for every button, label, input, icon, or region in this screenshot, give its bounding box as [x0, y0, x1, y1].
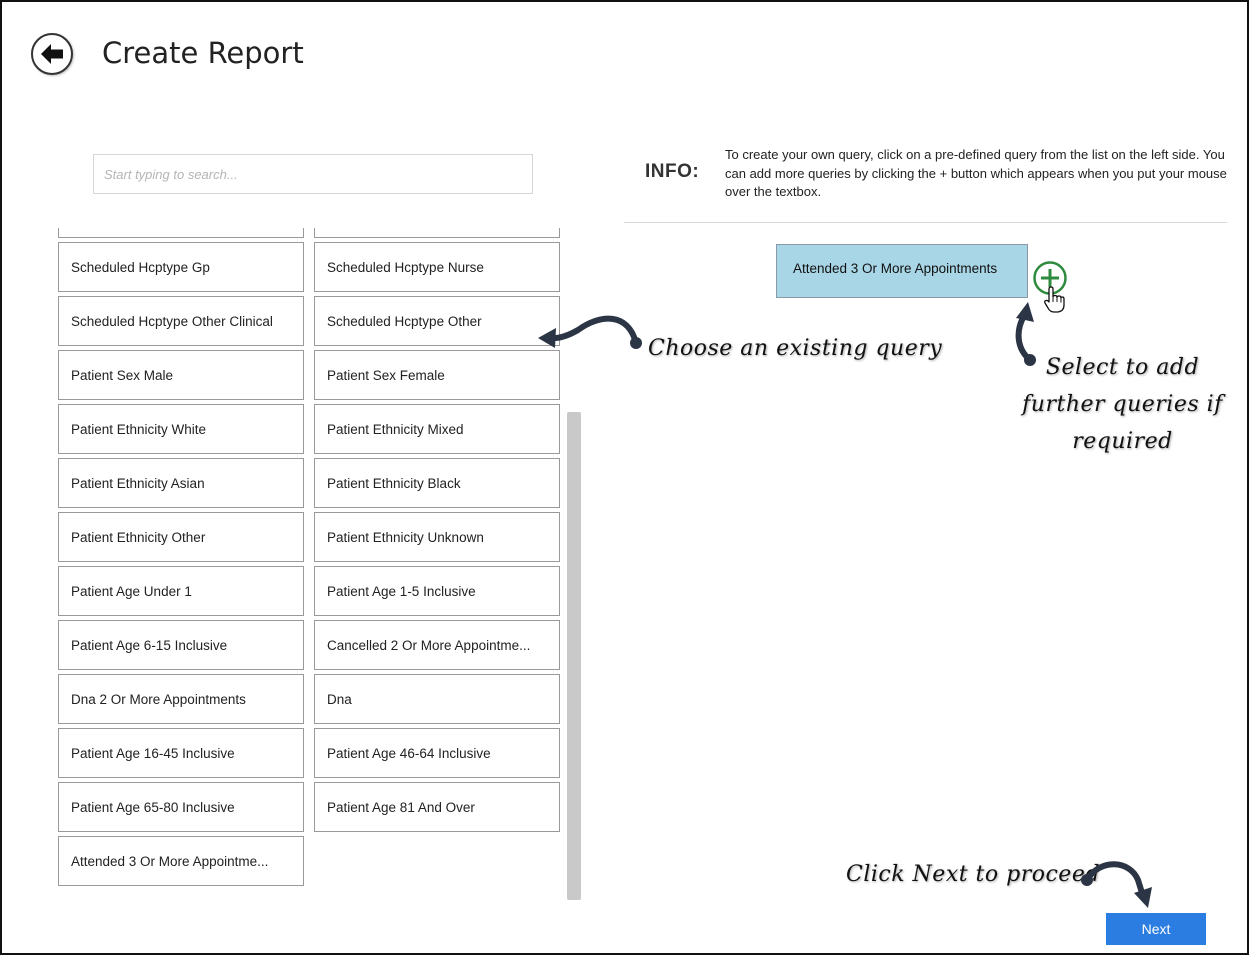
query-tile[interactable]: Patient Sex Male: [58, 350, 304, 400]
query-tile[interactable]: Patient Age 6-15 Inclusive: [58, 620, 304, 670]
annotation-choose: Choose an existing query: [648, 336, 943, 361]
query-tile[interactable]: Patient Ethnicity Black: [314, 458, 560, 508]
query-tile[interactable]: Patient Age 46-64 Inclusive: [314, 728, 560, 778]
query-tile[interactable]: Patient Ethnicity Other: [58, 512, 304, 562]
query-tile[interactable]: Patient Ethnicity White: [58, 404, 304, 454]
page-title: Create Report: [102, 36, 304, 70]
annotation-next: Click Next to proceed: [846, 862, 1100, 887]
query-tile[interactable]: [58, 228, 304, 238]
query-tile[interactable]: Scheduled Hcptype Nurse: [314, 242, 560, 292]
query-tile[interactable]: Scheduled Hcptype Other Clinical: [58, 296, 304, 346]
list-scrollbar[interactable]: [567, 412, 581, 900]
divider: [624, 222, 1227, 223]
query-tile[interactable]: Patient Age 65-80 Inclusive: [58, 782, 304, 832]
query-tile[interactable]: Patient Ethnicity Asian: [58, 458, 304, 508]
query-list: Scheduled Hcptype Gp Scheduled Hcptype N…: [58, 228, 568, 896]
next-button[interactable]: Next: [1106, 913, 1206, 945]
query-tile[interactable]: Patient Age Under 1: [58, 566, 304, 616]
query-tile[interactable]: Dna 2 Or More Appointments: [58, 674, 304, 724]
info-text: To create your own query, click on a pre…: [725, 147, 1227, 199]
query-tile[interactable]: Patient Age 81 And Over: [314, 782, 560, 832]
query-tile[interactable]: Scheduled Hcptype Gp: [58, 242, 304, 292]
hand-cursor-icon: [1044, 286, 1065, 313]
query-tile[interactable]: Patient Age 16-45 Inclusive: [58, 728, 304, 778]
selected-query-box[interactable]: Attended 3 Or More Appointments: [776, 244, 1028, 298]
query-tile[interactable]: [314, 228, 560, 238]
query-tile[interactable]: Patient Ethnicity Unknown: [314, 512, 560, 562]
selected-query-label: Attended 3 Or More Appointments: [793, 261, 998, 276]
back-arrow-icon: [41, 44, 63, 64]
query-tile[interactable]: Patient Sex Female: [314, 350, 560, 400]
search-input[interactable]: [93, 154, 533, 194]
query-tile[interactable]: Patient Age 1-5 Inclusive: [314, 566, 560, 616]
info-label: INFO:: [645, 161, 700, 182]
annotation-add: Select to add further queries if require…: [1022, 355, 1223, 454]
query-tile[interactable]: Patient Ethnicity Mixed: [314, 404, 560, 454]
query-tile[interactable]: Dna: [314, 674, 560, 724]
back-button[interactable]: [31, 33, 73, 75]
query-tile[interactable]: Scheduled Hcptype Other: [314, 296, 560, 346]
query-tile[interactable]: Attended 3 Or More Appointme...: [58, 836, 304, 886]
query-tile[interactable]: Cancelled 2 Or More Appointme...: [314, 620, 560, 670]
